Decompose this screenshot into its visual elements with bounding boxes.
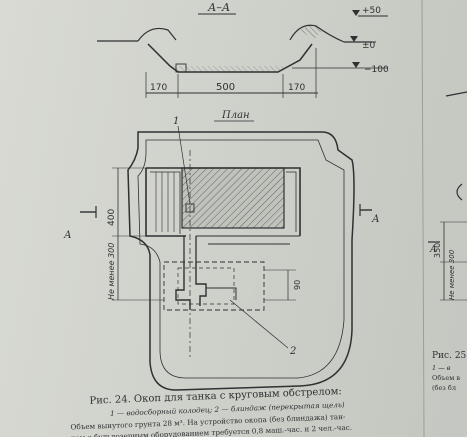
section-a-a: А–А +50 ±0 −100 170 500 170 (97, 1, 389, 98)
elevation-mid-marker (350, 36, 358, 42)
elevation-top-label: +50 (362, 6, 381, 16)
next-mark: А (429, 245, 437, 255)
label-2: 2 (289, 346, 296, 357)
next-dim-min-300: Не менее 300 (448, 249, 456, 300)
next-page-edge: 350 Не менее 300 А Рис. 25 1 — в Объем в… (421, 0, 467, 437)
elevation-top-marker (352, 10, 360, 16)
label-1: 1 (173, 116, 179, 127)
dim-right: 170 (288, 83, 305, 93)
elevation-bottom-label: −100 (364, 65, 389, 75)
dugout-outline (163, 261, 265, 311)
section-mark-right: А (371, 214, 380, 225)
dim-90: 90 (293, 280, 302, 290)
next-line3: (без бл (432, 384, 456, 392)
plan-title: План (221, 110, 250, 121)
dugout-trench (175, 262, 207, 310)
parapet-outline (127, 131, 355, 391)
elevation-mid-label: ±0 (362, 41, 376, 51)
plan-view: План 1 (63, 110, 380, 391)
dim-left: 170 (150, 83, 167, 93)
section-mark-left: А (63, 230, 72, 241)
tank-pit (181, 167, 285, 229)
next-caption: Рис. 25 (432, 351, 467, 361)
section-title: А–А (207, 1, 230, 14)
next-dim-350: 350 (433, 243, 442, 258)
dim-400: 400 (107, 209, 117, 226)
elevation-bottom-marker (352, 62, 360, 68)
dim-min-300: Не менее 300 (107, 243, 116, 300)
next-line1: 1 — в (432, 364, 451, 372)
figure-caption: Рис. 24. Окоп для танка с круговым обстр… (70, 386, 352, 437)
next-line2: Объем в (432, 374, 460, 382)
dim-center: 500 (216, 82, 235, 93)
